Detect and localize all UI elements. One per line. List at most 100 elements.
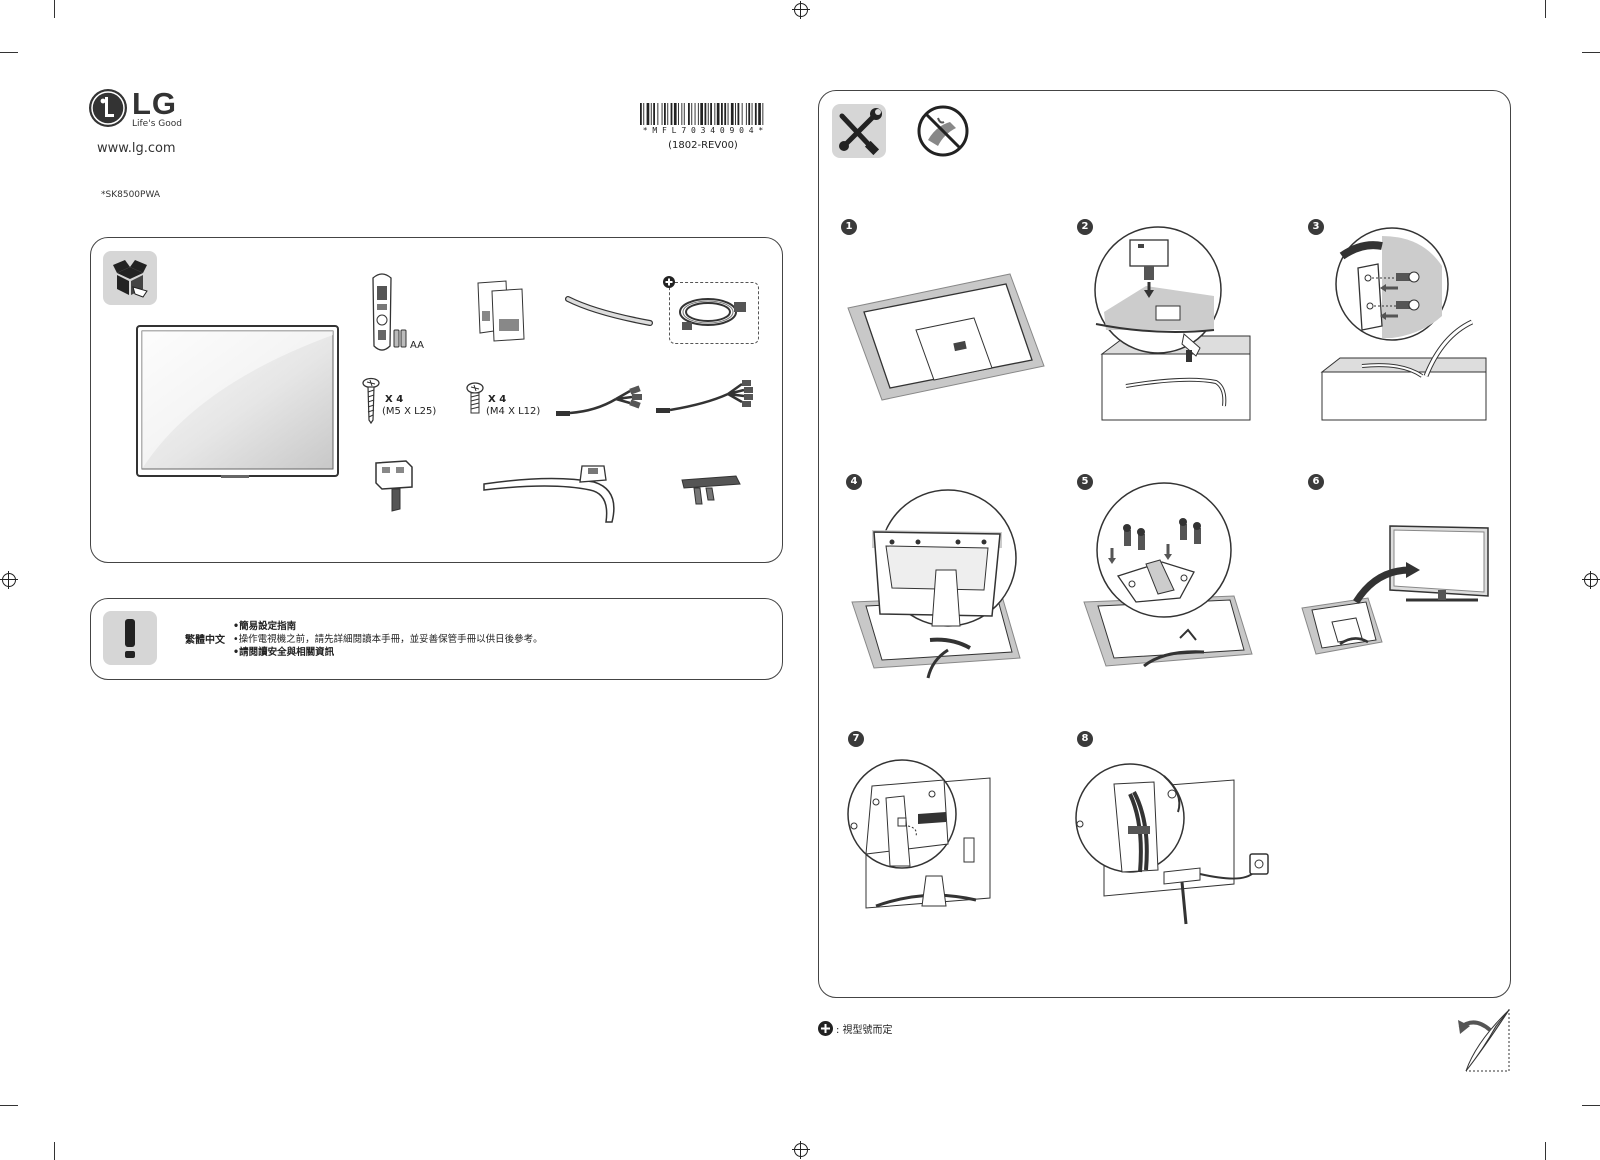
barcode-bar [694,103,696,125]
screw-small-qty: X 4 [488,394,507,405]
barcode-bar [643,103,645,125]
barcode-bar [716,103,720,125]
barcode-bar [724,103,727,125]
barcode-text: * M F L 7 0 3 4 0 9 0 4 * [642,126,764,135]
crop-mark [1545,1142,1546,1160]
barcode-bar [751,103,753,125]
barcode-bar [762,103,764,125]
step-number-2: 2 [1077,219,1093,235]
remote-control [370,272,407,354]
barcode [640,103,766,127]
step-8-illustration [1074,763,1274,925]
barcode-bar [721,103,723,125]
stand-base [482,462,627,526]
barcode-bar [710,103,712,125]
barcode-bar [700,103,703,125]
components-panel [90,237,783,563]
footnote-text: : 視型號而定 [836,1025,893,1036]
plus-icon [663,276,675,288]
barcode-bar [664,103,666,125]
registration-mark [0,571,18,589]
crop-mark [1545,0,1546,18]
barcode-bar [667,103,669,125]
step-number-3: 3 [1308,219,1324,235]
crop-mark [1582,1105,1600,1106]
barcode-bar [673,103,677,125]
crop-mark [54,0,55,18]
notice-line-2: •操作電視機之前，請先詳細閱讀本手冊，並妥善保管手冊以供日後參考。 [233,634,543,645]
power-cord [674,288,754,338]
crop-mark [0,52,18,53]
barcode-bar [653,103,655,125]
barcode-bar [650,103,652,125]
assembly-panel [818,90,1511,998]
barcode-bar [707,103,709,125]
barcode-bar [640,103,642,125]
screw-large-qty: X 4 [385,394,404,405]
website-link[interactable]: www.lg.com [97,141,176,156]
notice-line-3: •請閱讀安全與相關資訊 [233,647,335,658]
barcode-bar [737,103,740,125]
tools-icon [832,104,886,158]
notice-language: 繁體中文 [185,635,225,646]
barcode-bar [688,103,690,125]
screw-small-illustration [466,382,486,418]
registration-mark [792,1,810,19]
step-5-illustration [1083,482,1260,685]
battery-label: AA [410,340,424,351]
barcode-bar [748,103,751,125]
barcode-bar [661,103,663,125]
step-7-illustration [846,758,996,916]
power-cord-box [669,282,759,344]
step-1-illustration [846,272,1046,402]
av-cable-1 [556,381,650,421]
crop-mark [1582,52,1600,53]
step-3-illustration [1320,226,1498,421]
barcode-bar [727,103,729,125]
model-number: *SK8500PWA [101,190,161,200]
exclamation-icon [103,611,157,665]
revision-code: (1802-REV00) [668,140,738,151]
step-6-illustration [1301,522,1494,658]
barcode-bar [646,103,650,125]
step-4-illustration [851,489,1032,685]
stand-bracket [372,459,416,515]
barcode-bar [697,103,699,125]
barcode-bar [735,103,736,125]
cable-guide [565,293,653,331]
step-number-4: 4 [846,474,862,490]
barcode-bar [657,103,659,125]
barcode-bar [714,103,716,125]
brand-name: LG [132,86,178,121]
brand-tagline: Life's Good [132,119,182,129]
barcode-bar [730,103,734,125]
screw-small-size: (M4 X L12) [486,406,541,417]
barcode-bar [678,103,679,125]
barcode-bar [754,103,757,125]
box-icon [103,251,157,305]
crop-mark [0,1105,18,1106]
barcode-bar [745,103,747,125]
cable-cover [680,474,742,508]
page-turn-icon [1456,1008,1510,1072]
no-liquid-icon [916,104,970,158]
registration-mark [792,1141,810,1159]
barcode-bar [670,103,673,125]
barcode-bar [681,103,683,125]
barcode-bar [758,103,761,125]
notice-panel [90,598,783,680]
av-cable-2 [656,378,766,420]
screw-large-size: (M5 X L25) [382,406,437,417]
barcode-bar [683,103,685,125]
tv-illustration [136,325,339,479]
plus-icon [818,1021,833,1036]
barcode-bar [691,103,693,125]
barcode-bar [704,103,707,125]
manual-illustration [476,280,532,342]
registration-mark [1582,571,1600,589]
step-number-8: 8 [1077,731,1093,747]
step-number-7: 7 [848,731,864,747]
step-number-5: 5 [1077,474,1093,490]
step-2-illustration [1086,226,1258,421]
step-number-6: 6 [1308,474,1324,490]
